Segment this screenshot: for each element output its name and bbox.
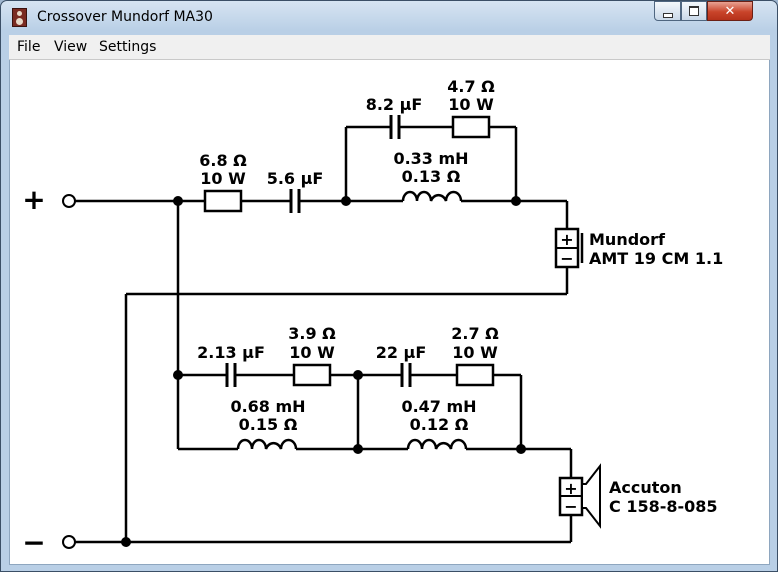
minus-terminal-label: − bbox=[22, 526, 45, 559]
woofer-minus-mark: − bbox=[564, 497, 577, 516]
menu-file[interactable]: File bbox=[17, 39, 41, 55]
title-bar[interactable]: Crossover Mundorf MA30 ✕ bbox=[1, 1, 777, 35]
maximize-icon bbox=[689, 6, 699, 16]
close-button[interactable]: ✕ bbox=[707, 1, 753, 21]
woofer-inductor-1-value: 0.68 mH bbox=[230, 397, 305, 416]
tweeter-capacitor-2-value: 8.2 µF bbox=[366, 95, 423, 114]
tweeter-inductor-value: 0.33 mH bbox=[393, 149, 468, 168]
tweeter-minus-mark: − bbox=[560, 249, 573, 268]
tweeter-resistor-2-value: 4.7 Ω bbox=[447, 77, 495, 96]
close-icon: ✕ bbox=[724, 3, 736, 19]
minus-terminal bbox=[62, 535, 76, 549]
junction-dot bbox=[353, 444, 363, 454]
tweeter-resistor-2-power: 10 W bbox=[448, 95, 494, 114]
woofer-model: C 158-8-085 bbox=[609, 497, 718, 516]
tweeter-capacitor-1-value: 5.6 µF bbox=[267, 169, 324, 188]
woofer-capacitor-1-value: 2.13 µF bbox=[197, 343, 265, 362]
woofer-resistor-2-power: 10 W bbox=[452, 343, 498, 362]
plus-terminal-label: + bbox=[22, 183, 45, 216]
woofer-driver[interactable]: + − bbox=[558, 463, 601, 529]
schematic-canvas[interactable]: + − bbox=[9, 60, 770, 565]
tweeter-resistor-2[interactable] bbox=[451, 115, 491, 139]
menu-bar: File View Settings bbox=[9, 35, 770, 60]
tweeter-capacitor-2[interactable] bbox=[389, 115, 401, 139]
junction-dot bbox=[121, 537, 131, 547]
woofer-resistor-1-value: 3.9 Ω bbox=[288, 324, 336, 343]
woofer-resistor-2-value: 2.7 Ω bbox=[451, 324, 499, 343]
woofer-resistor-1-power: 10 W bbox=[289, 343, 335, 362]
crossover-schematic: + − bbox=[22, 77, 723, 559]
junction-dot bbox=[173, 370, 183, 380]
junction-dot bbox=[516, 444, 526, 454]
tweeter-inductor[interactable] bbox=[401, 190, 463, 202]
woofer-capacitor-1[interactable] bbox=[225, 363, 237, 387]
woofer-inductor-1-resistance: 0.15 Ω bbox=[239, 415, 298, 434]
woofer-plus-mark: + bbox=[564, 479, 577, 498]
woofer-inductor-2-resistance: 0.12 Ω bbox=[410, 415, 469, 434]
menu-view[interactable]: View bbox=[54, 39, 88, 55]
tweeter-resistor-1-value: 6.8 Ω bbox=[199, 151, 247, 170]
woofer-capacitor-2[interactable] bbox=[400, 363, 412, 387]
junction-dot bbox=[511, 196, 521, 206]
junction-dots bbox=[121, 196, 526, 547]
menu-settings[interactable]: Settings bbox=[99, 39, 157, 55]
plus-terminal bbox=[62, 194, 76, 208]
woofer-brand: Accuton bbox=[609, 478, 682, 497]
junction-dot bbox=[173, 196, 183, 206]
junction-dot bbox=[353, 370, 363, 380]
tweeter-plus-mark: + bbox=[560, 230, 573, 249]
tweeter-resistor-1-power: 10 W bbox=[200, 169, 246, 188]
woofer-inductor-2[interactable] bbox=[406, 438, 468, 450]
junction-dot bbox=[341, 196, 351, 206]
speaker-app-icon[interactable] bbox=[12, 8, 27, 27]
woofer-capacitor-2-value: 22 µF bbox=[376, 343, 427, 362]
woofer-resistor-2[interactable] bbox=[455, 363, 495, 387]
minimize-icon bbox=[662, 12, 673, 18]
tweeter-resistor-1[interactable] bbox=[203, 189, 243, 213]
maximize-button[interactable] bbox=[681, 1, 707, 21]
woofer-inductor-2-value: 0.47 mH bbox=[401, 397, 476, 416]
window-title: Crossover Mundorf MA30 bbox=[37, 9, 213, 25]
tweeter-brand: Mundorf bbox=[589, 230, 666, 249]
minimize-button[interactable] bbox=[654, 1, 681, 21]
tweeter-inductor-resistance: 0.13 Ω bbox=[402, 167, 461, 186]
woofer-inductor-1[interactable] bbox=[236, 438, 298, 450]
tweeter-wires bbox=[75, 125, 573, 544]
woofer-resistor-1[interactable] bbox=[292, 363, 332, 387]
tweeter-driver[interactable]: + − bbox=[554, 227, 584, 269]
tweeter-model: AMT 19 CM 1.1 bbox=[589, 249, 723, 268]
tweeter-capacitor-1[interactable] bbox=[289, 189, 301, 213]
woofer-wires bbox=[178, 373, 573, 478]
